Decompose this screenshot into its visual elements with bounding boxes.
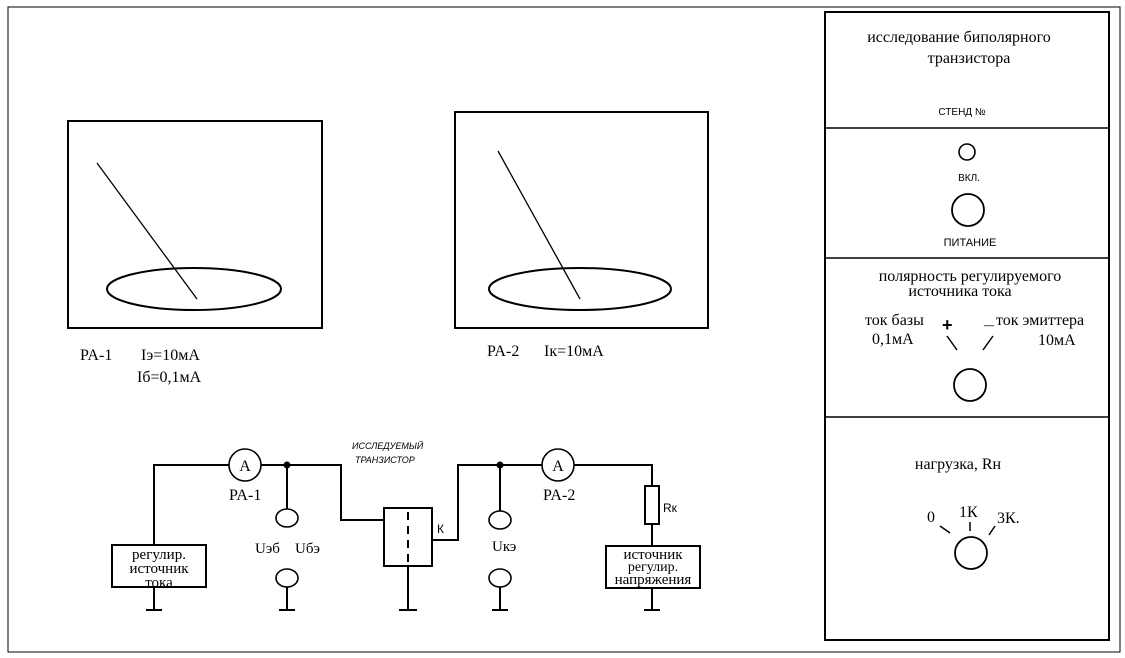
polarity-plus-sign: + — [942, 315, 953, 335]
power-label: ПИТАНИЕ — [944, 237, 997, 249]
meter-pa1-dial — [106, 267, 282, 311]
current-source-box — [111, 544, 207, 588]
uke-label: Uкэ — [492, 539, 516, 555]
power-on-label: ВКЛ. — [958, 173, 980, 184]
resistor-rk — [644, 485, 660, 525]
wire-source-to-pa1 — [153, 464, 229, 545]
ube-label: Uбэ — [295, 541, 320, 557]
emitter-current-value: 10мА — [1038, 332, 1076, 349]
circuit-pa1-label: PA-1 — [229, 487, 261, 504]
ueb-label: Uэб — [255, 541, 280, 557]
polarity-minus-sign: _ — [983, 308, 995, 328]
stand-number-label: СТЕНД № — [938, 107, 985, 118]
power-switch-knob[interactable] — [951, 193, 985, 227]
outer-frame — [7, 6, 1121, 653]
power-indicator-lamp — [958, 143, 976, 161]
load-option-0: 0 — [927, 509, 935, 526]
meter-pa2-face — [454, 111, 709, 329]
current-source-line1: регулир. — [132, 547, 186, 563]
ammeter-pa1-letter: A — [239, 458, 251, 475]
load-option-1k: 1К — [959, 504, 978, 521]
meter-pa2-needle — [497, 150, 581, 300]
meter-pa1-face — [67, 120, 323, 329]
panel-title-line1: исследование биполярного — [867, 29, 1051, 46]
rk-label: Rк — [663, 501, 678, 515]
voltage-source-line3: напряжения — [615, 572, 692, 588]
load-tick-marks — [939, 522, 996, 536]
panel-title-line2: транзистора — [928, 50, 1011, 67]
load-label: нагрузка, Rн — [915, 456, 1002, 473]
load-option-3k: 3К. — [997, 510, 1020, 527]
meter-pa1 — [67, 120, 323, 329]
meter-pa1-emitter-current: Iэ=10мА — [141, 347, 200, 364]
wire-pa2-to-rk — [574, 464, 653, 486]
jack-uke-bottom — [488, 568, 512, 588]
transistor-caption-line2: ТРАНЗИСТОР — [355, 455, 415, 465]
jack-ueb-top — [275, 508, 299, 528]
polarity-selector-knob[interactable] — [953, 368, 987, 402]
jack-ueb-bottom — [275, 568, 299, 588]
polarity-tick-marks — [946, 335, 994, 351]
transistor-caption-line1: ИССЛЕДУЕМЫЙ — [352, 440, 424, 451]
control-panel — [824, 11, 1110, 641]
circuit-pa2-label: PA-2 — [543, 487, 575, 504]
emitter-current-label: ток эмиттера — [996, 312, 1084, 329]
meter-pa1-needle — [96, 162, 198, 300]
meter-pa1-base-current: Iб=0,1мА — [137, 369, 202, 386]
meter-pa2-id: PA-2 — [487, 343, 519, 360]
meter-pa1-id: PA-1 — [80, 347, 112, 364]
current-source-line2: источник — [129, 561, 189, 577]
wire-pa1-to-transistor — [261, 464, 384, 521]
voltage-source-line1: источник — [623, 547, 683, 563]
ammeter-pa2-letter: A — [552, 458, 564, 475]
current-source-line3: тока — [145, 575, 173, 591]
base-current-value: 0,1мА — [872, 331, 914, 348]
base-current-label: ток базы — [865, 312, 924, 329]
meter-pa2-dial — [488, 267, 672, 311]
wire-transistor-to-pa2 — [432, 464, 542, 541]
meter-pa2-collector-current: Iк=10мА — [544, 343, 604, 360]
polarity-title-line1: полярность регулируемого — [879, 268, 1062, 285]
collector-label: К — [437, 522, 444, 536]
voltage-source-line2: регулир. — [628, 560, 678, 575]
meter-pa2 — [454, 111, 709, 329]
load-selector-knob[interactable] — [954, 536, 988, 570]
jack-uke-top — [488, 510, 512, 530]
circuit-schematic — [111, 448, 701, 611]
polarity-title-line2: источника тока — [908, 283, 1011, 300]
control-panel-frame — [824, 11, 1110, 641]
